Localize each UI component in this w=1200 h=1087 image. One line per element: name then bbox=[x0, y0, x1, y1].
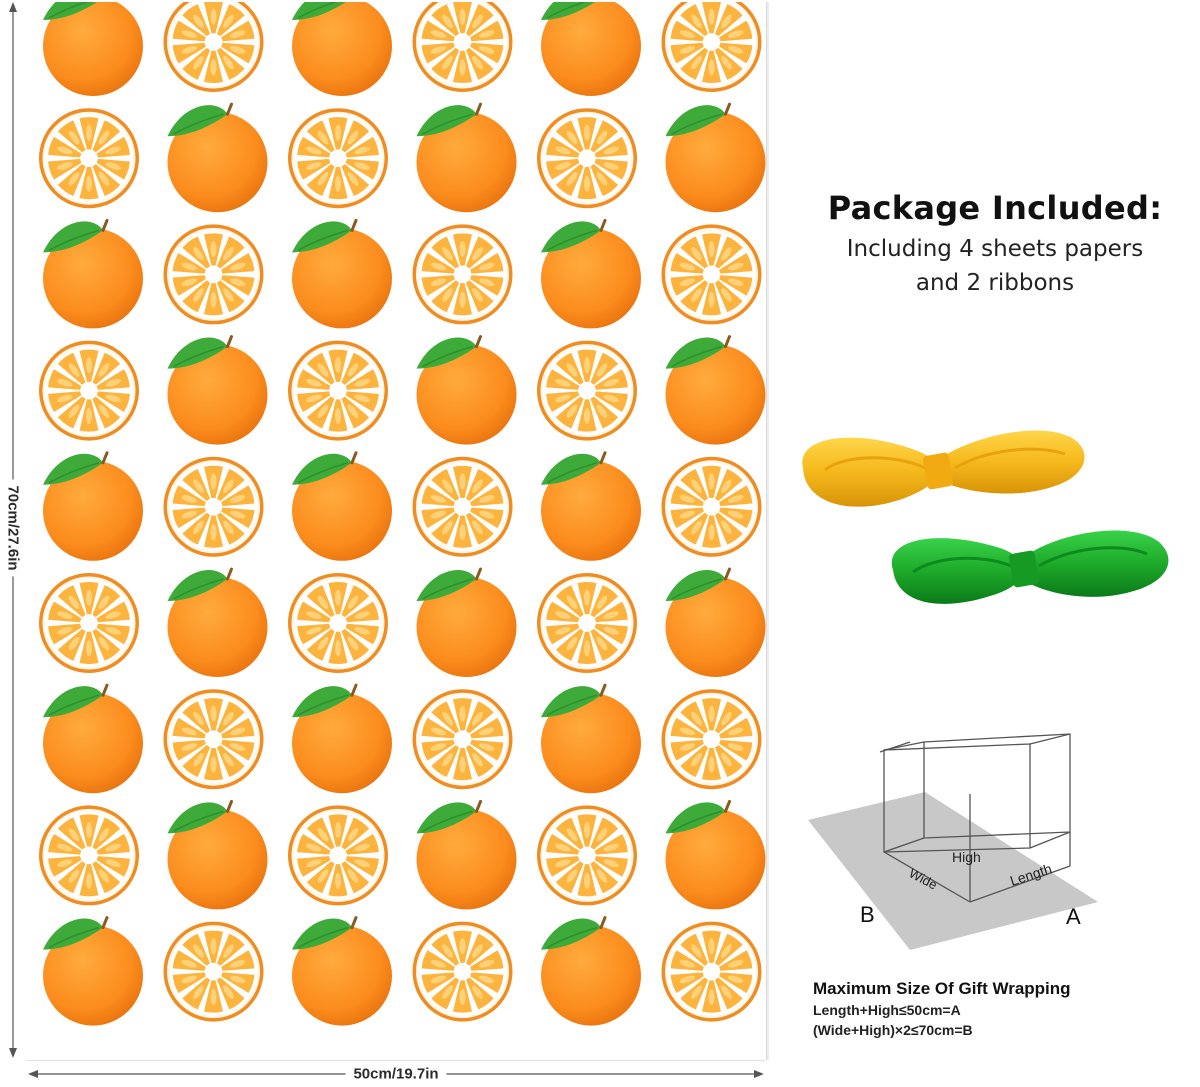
orange-fruit bbox=[416, 102, 517, 213]
wrapping-paper-sheet bbox=[26, 2, 766, 1060]
height-dimension-label: 70cm/27.6in bbox=[4, 479, 22, 577]
width-dimension: 50cm/19.7in bbox=[26, 1062, 766, 1087]
orange-fruit bbox=[665, 567, 766, 677]
package-line-1: Including 4 sheets papers bbox=[846, 236, 1144, 262]
shadow-base bbox=[808, 792, 1098, 950]
orange-fruit bbox=[665, 799, 766, 910]
orange-fruit bbox=[416, 335, 517, 445]
orange-fruit bbox=[292, 916, 392, 1026]
orange-fruit bbox=[665, 335, 766, 445]
gift-box-diagram: High Wide Length B A bbox=[800, 690, 1110, 960]
orange-fruit bbox=[541, 218, 641, 329]
orange-slice bbox=[412, 689, 513, 790]
orange-slice bbox=[39, 573, 139, 673]
label-b: B bbox=[860, 902, 875, 927]
orange-fruit bbox=[541, 2, 641, 96]
package-line-2: and 2 ribbons bbox=[915, 270, 1075, 296]
package-info: Package Included: Including 4 sheets pap… bbox=[790, 186, 1200, 298]
orange-fruit bbox=[292, 218, 392, 329]
orange-slice bbox=[412, 456, 513, 557]
orange-fruit bbox=[541, 683, 641, 794]
orange-slice bbox=[537, 108, 637, 209]
orange-fruit bbox=[43, 451, 143, 561]
orange-fruit bbox=[167, 335, 268, 445]
orange-slice bbox=[39, 108, 139, 209]
orange-slice bbox=[412, 224, 513, 325]
orange-fruit bbox=[541, 451, 641, 561]
orange-slice bbox=[537, 340, 637, 441]
max-size-title: Maximum Size Of Gift Wrapping bbox=[813, 979, 1071, 998]
orange-fruit bbox=[416, 567, 517, 677]
orange-slice bbox=[163, 2, 264, 92]
orange-fruit bbox=[292, 451, 392, 561]
ribbons bbox=[785, 410, 1195, 630]
orange-fruit bbox=[665, 102, 766, 213]
max-size-line-2: (Wide+High)×2≤70cm=B bbox=[813, 1022, 973, 1038]
ribbons-illustration bbox=[802, 430, 1169, 604]
orange-fruit bbox=[43, 2, 143, 96]
label-high: High bbox=[952, 849, 981, 865]
orange-fruit bbox=[167, 567, 268, 677]
package-title: Package Included: bbox=[827, 189, 1163, 227]
orange-slice bbox=[288, 805, 388, 906]
orange-fruit bbox=[292, 2, 392, 96]
orange-fruit bbox=[416, 799, 517, 910]
box-wireframe: High Wide Length B A bbox=[808, 733, 1098, 950]
orange-slice bbox=[537, 805, 637, 906]
orange-fruit bbox=[167, 102, 268, 213]
width-dimension-label: 50cm/19.7in bbox=[345, 1065, 447, 1083]
green-ribbon bbox=[891, 530, 1169, 604]
orange-slice bbox=[39, 805, 139, 906]
orange-fruit bbox=[43, 683, 143, 794]
orange-slice bbox=[661, 921, 762, 1022]
orange-fruit bbox=[541, 916, 641, 1026]
orange-slice bbox=[163, 224, 264, 325]
orange-slice bbox=[288, 108, 388, 209]
orange-slice bbox=[537, 573, 637, 673]
orange-slice bbox=[163, 456, 264, 557]
orange-slice bbox=[412, 921, 513, 1022]
max-size-info: Maximum Size Of Gift Wrapping Length+Hig… bbox=[813, 978, 1198, 1040]
max-size-line-1: Length+High≤50cm=A bbox=[813, 1002, 961, 1018]
orange-slice bbox=[288, 573, 388, 673]
orange-fruit bbox=[167, 799, 268, 910]
orange-slice bbox=[163, 689, 264, 790]
orange-slice bbox=[412, 2, 513, 92]
orange-slice bbox=[288, 340, 388, 441]
yellow-ribbon bbox=[802, 430, 1085, 507]
height-dimension: 70cm/27.6in bbox=[0, 0, 26, 1060]
orange-slice bbox=[661, 224, 762, 325]
orange-slice bbox=[39, 340, 139, 441]
orange-slice bbox=[661, 456, 762, 557]
label-a: A bbox=[1066, 904, 1081, 929]
orange-slice bbox=[163, 921, 264, 1022]
orange-fruit bbox=[292, 683, 392, 794]
orange-fruit bbox=[43, 916, 143, 1026]
orange-slice bbox=[661, 689, 762, 790]
orange-pattern bbox=[39, 2, 766, 1026]
orange-fruit bbox=[43, 218, 143, 329]
orange-slice bbox=[661, 2, 762, 92]
